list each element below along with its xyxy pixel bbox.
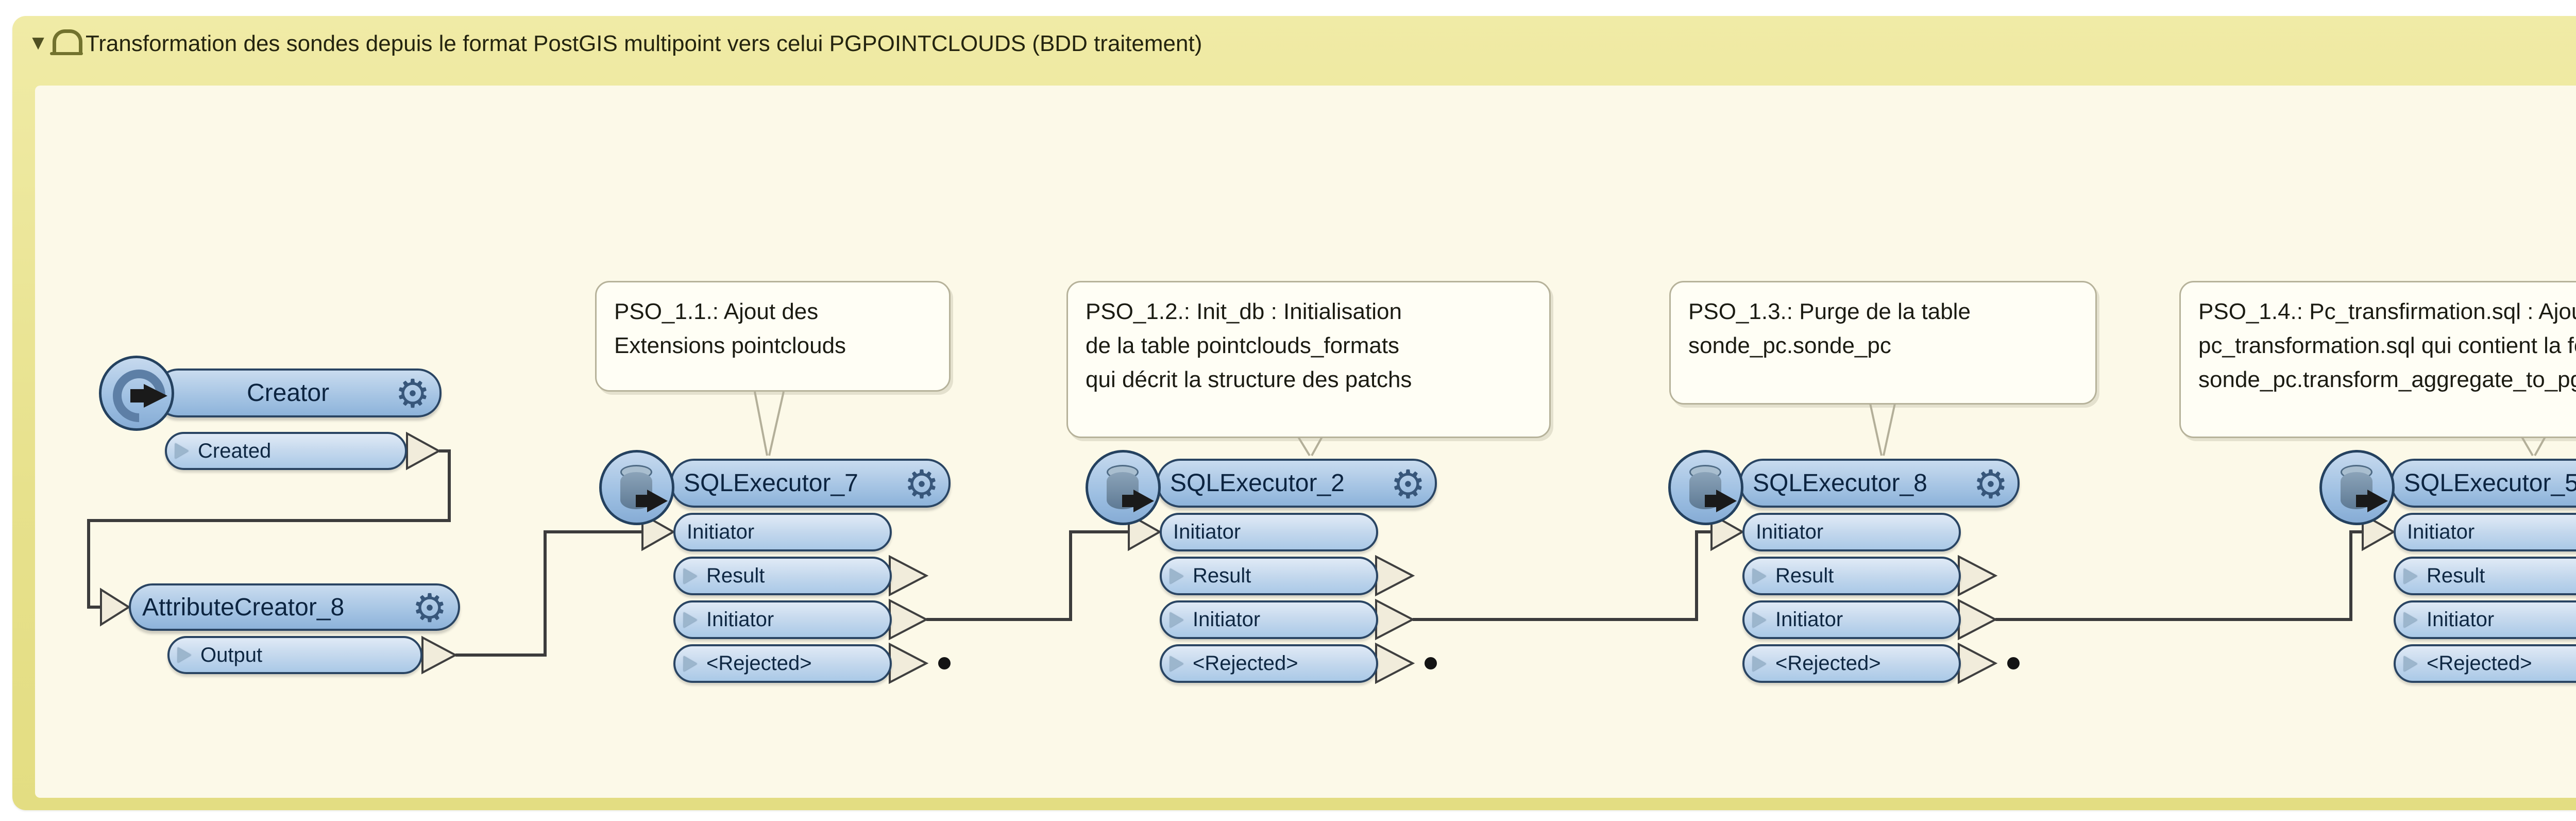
port-play-icon bbox=[2404, 656, 2417, 672]
port-play-icon bbox=[2404, 568, 2417, 584]
port-play-icon bbox=[684, 612, 697, 628]
node-title: AttributeCreator_8 bbox=[142, 593, 345, 621]
collapse-triangle-icon[interactable]: ▼ bbox=[28, 31, 48, 54]
port-arrow-in[interactable] bbox=[1128, 512, 1162, 551]
node-gear-icon[interactable]: ⚙ bbox=[904, 463, 940, 507]
port-output[interactable]: Output bbox=[167, 636, 422, 674]
port-play-icon bbox=[684, 568, 697, 584]
port-initiator-input[interactable]: Initiator bbox=[2394, 513, 2576, 551]
port-result[interactable]: Result bbox=[2394, 557, 2576, 595]
sqlexecutor-icon bbox=[2319, 450, 2395, 525]
node-title: SQLExecutor_8 bbox=[1753, 470, 1927, 497]
annotation-pso-1-3[interactable]: PSO_1.3.: Purge de la table sonde_pc.son… bbox=[1669, 281, 2097, 405]
wire-sqlexecutor7-to-sqlexecutor2[interactable] bbox=[926, 530, 1129, 621]
port-play-icon bbox=[1753, 568, 1766, 584]
node-title: Creator bbox=[247, 379, 330, 407]
port-play-icon bbox=[1170, 656, 1183, 672]
port-result[interactable]: Result bbox=[1160, 557, 1378, 595]
node-attributecreator-8[interactable]: AttributeCreator_8 ⚙ Output bbox=[129, 583, 489, 686]
bookmark-header[interactable]: ▼ Transformation des sondes depuis le fo… bbox=[12, 16, 2576, 70]
annotation-pso-1-4[interactable]: PSO_1.4.: Pc_transfirmation.sql : Ajout … bbox=[2179, 281, 2576, 438]
wire-created-to-attributecreator[interactable] bbox=[87, 449, 451, 609]
port-play-icon bbox=[1170, 612, 1183, 628]
node-gear-icon[interactable]: ⚙ bbox=[1390, 463, 1426, 507]
wire-sqlexecutor2-to-sqlexecutor8[interactable] bbox=[1413, 530, 1711, 621]
port-rejected[interactable]: <Rejected> bbox=[1742, 644, 1961, 683]
node-sqlexecutor-7[interactable]: SQLExecutor_7 ⚙ Initiator Result Initiat… bbox=[593, 448, 954, 690]
port-rejected[interactable]: <Rejected> bbox=[673, 644, 892, 683]
node-gear-icon[interactable]: ⚙ bbox=[1973, 463, 2009, 507]
port-rejected[interactable]: <Rejected> bbox=[1160, 644, 1378, 683]
port-play-icon bbox=[684, 656, 697, 672]
port-play-icon bbox=[2404, 612, 2417, 628]
node-gear-icon[interactable]: ⚙ bbox=[395, 372, 431, 416]
node-title: SQLExecutor_5 bbox=[2404, 470, 2576, 497]
rejected-terminator-dot bbox=[938, 657, 2020, 669]
port-result[interactable]: Result bbox=[673, 557, 892, 595]
bookmark-title: Transformation des sondes depuis le form… bbox=[86, 31, 1202, 56]
node-sqlexecutor-8[interactable]: SQLExecutor_8 ⚙ Initiator Result Initiat… bbox=[1662, 448, 2023, 690]
node-sqlexecutor-5[interactable]: SQLExecutor_5 ⚙ Initiator Result Initiat… bbox=[2313, 448, 2576, 690]
bookmark-icon bbox=[50, 29, 83, 55]
port-result[interactable]: Result bbox=[1742, 557, 1961, 595]
port-initiator-output[interactable]: Initiator bbox=[673, 600, 892, 639]
annotation-pso-1-1[interactable]: PSO_1.1.: Ajout des Extensions pointclou… bbox=[595, 281, 951, 392]
sqlexecutor-icon bbox=[599, 450, 674, 525]
port-arrow-in[interactable] bbox=[2362, 512, 2396, 551]
port-play-icon bbox=[1753, 656, 1766, 672]
port-arrow-in[interactable] bbox=[1710, 512, 1745, 551]
port-initiator-input[interactable]: Initiator bbox=[1160, 513, 1378, 551]
annotation-pso-1-2[interactable]: PSO_1.2.: Init_db : Initialisation de la… bbox=[1066, 281, 1551, 438]
port-arrow-in[interactable] bbox=[100, 588, 131, 627]
node-gear-icon[interactable]: ⚙ bbox=[412, 587, 448, 630]
port-arrow-out[interactable] bbox=[421, 635, 458, 675]
port-arrow-out[interactable] bbox=[406, 431, 442, 471]
port-play-icon bbox=[1753, 612, 1766, 628]
sqlexecutor-icon bbox=[1086, 450, 1161, 525]
annotation-pointer bbox=[754, 391, 2546, 457]
port-initiator-output[interactable]: Initiator bbox=[1160, 600, 1378, 639]
port-initiator-input[interactable]: Initiator bbox=[1742, 513, 1961, 551]
port-initiator-output[interactable]: Initiator bbox=[1742, 600, 1961, 639]
node-sqlexecutor-2[interactable]: SQLExecutor_2 ⚙ Initiator Result Initiat… bbox=[1079, 448, 1440, 690]
port-arrow-in[interactable] bbox=[641, 512, 676, 551]
port-created[interactable]: Created bbox=[165, 432, 407, 470]
wire-output-to-sqlexecutor7[interactable] bbox=[455, 530, 642, 657]
port-play-icon bbox=[178, 647, 191, 663]
port-rejected[interactable]: <Rejected> bbox=[2394, 644, 2576, 683]
port-initiator-input[interactable]: Initiator bbox=[673, 513, 892, 551]
sqlexecutor-icon bbox=[1668, 450, 1743, 525]
node-title: SQLExecutor_2 bbox=[1170, 470, 1345, 497]
port-play-icon bbox=[175, 443, 189, 459]
wire-sqlexecutor8-to-sqlexecutor5[interactable] bbox=[1995, 530, 2363, 621]
node-title: SQLExecutor_7 bbox=[684, 470, 858, 497]
node-creator[interactable]: Creator ⚙ Created bbox=[99, 356, 460, 490]
port-play-icon bbox=[1170, 568, 1183, 584]
port-initiator-output[interactable]: Initiator bbox=[2394, 600, 2576, 639]
creator-icon bbox=[99, 356, 177, 433]
